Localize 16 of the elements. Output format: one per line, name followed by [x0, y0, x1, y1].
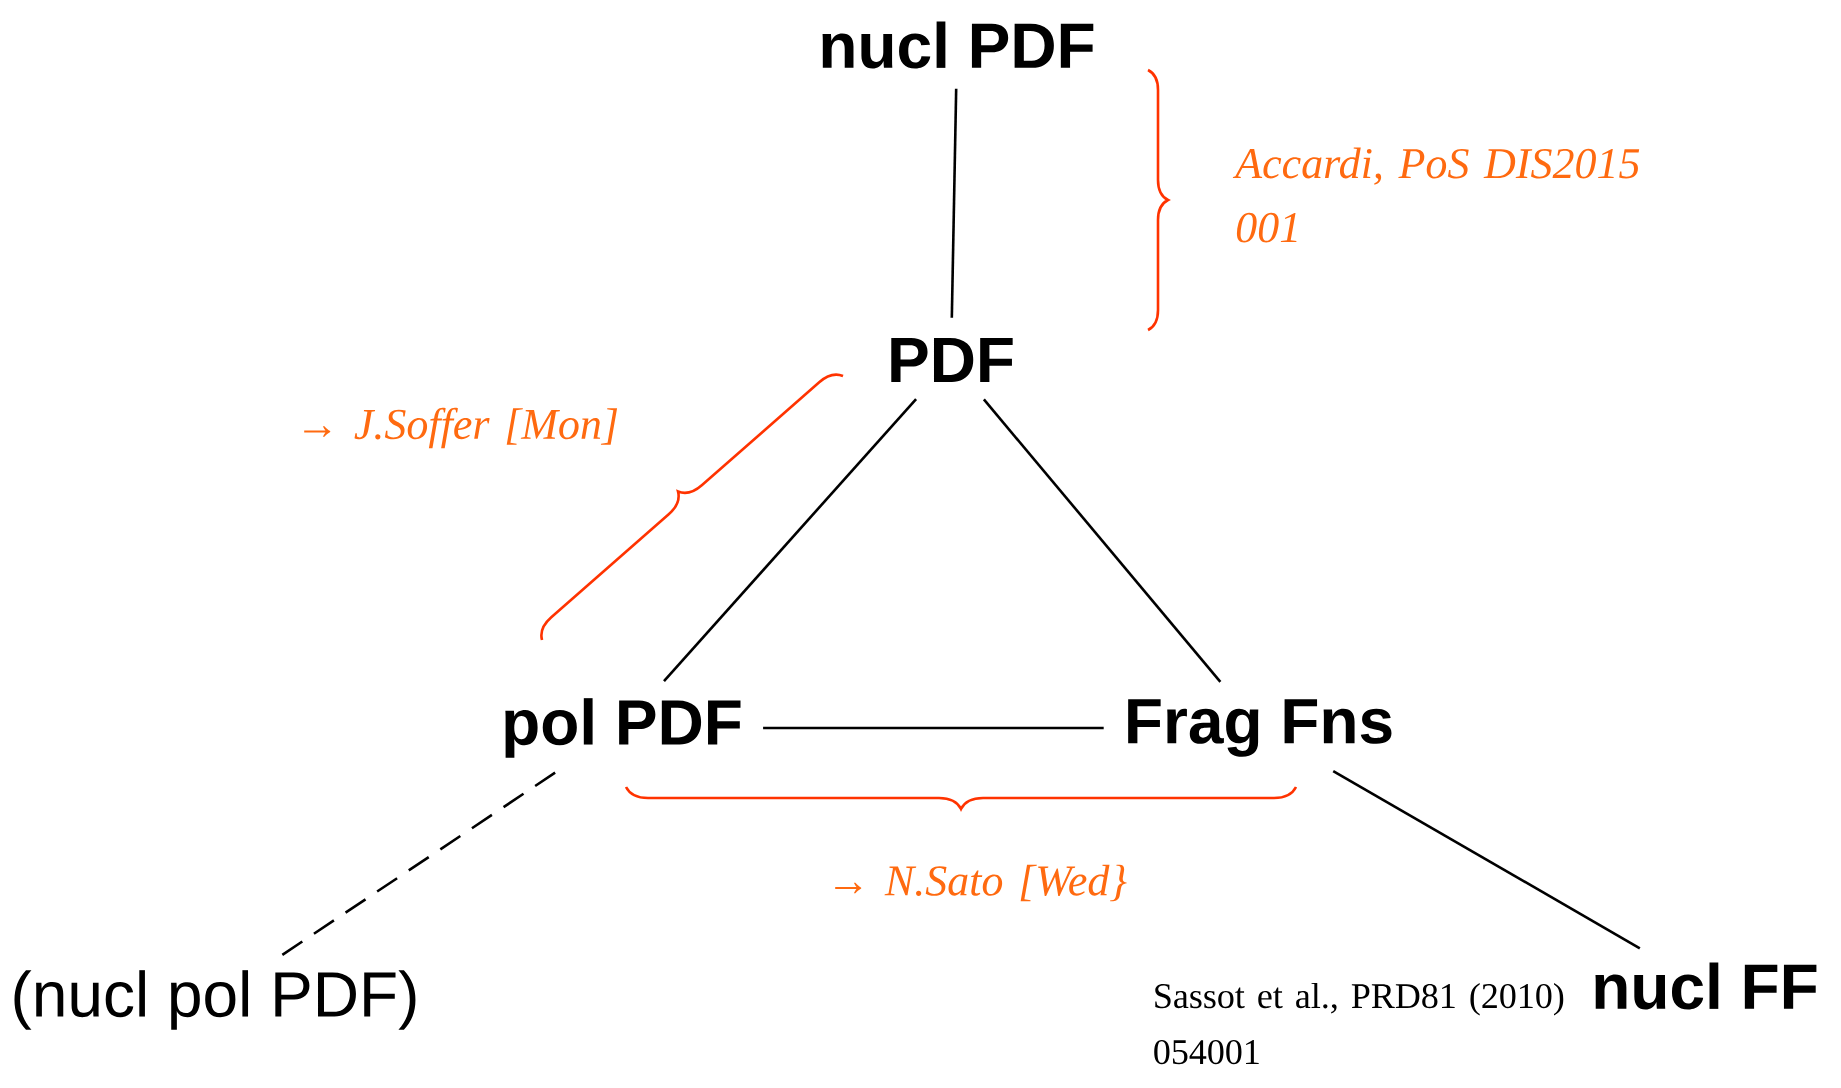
term-label: (nucl pol PDF) [14, 970, 416, 1030]
term-label: nucl FF [1595, 962, 1817, 1010]
connector-line [663, 398, 918, 682]
reference-text: → N.Sato [Wed} [835, 864, 1127, 902]
term-label: PDF [891, 337, 1013, 382]
term-label: pol PDF [505, 698, 741, 758]
connector-line [1332, 769, 1641, 950]
connector-line [950, 88, 958, 318]
reference-text: → J.Soffer [Mon] [304, 407, 618, 449]
connector-line [763, 726, 1104, 730]
term-label: Frag Fns [1128, 699, 1392, 757]
reference-text: Accardi, PoS DIS2015 001 [1232, 147, 1640, 243]
reference-text: Sassot et al., PRD81 (2010) 054001 [1154, 982, 1564, 1065]
term-label: nucl PDF [822, 21, 1094, 69]
connector-line [280, 771, 556, 957]
connector-line [982, 398, 1222, 683]
